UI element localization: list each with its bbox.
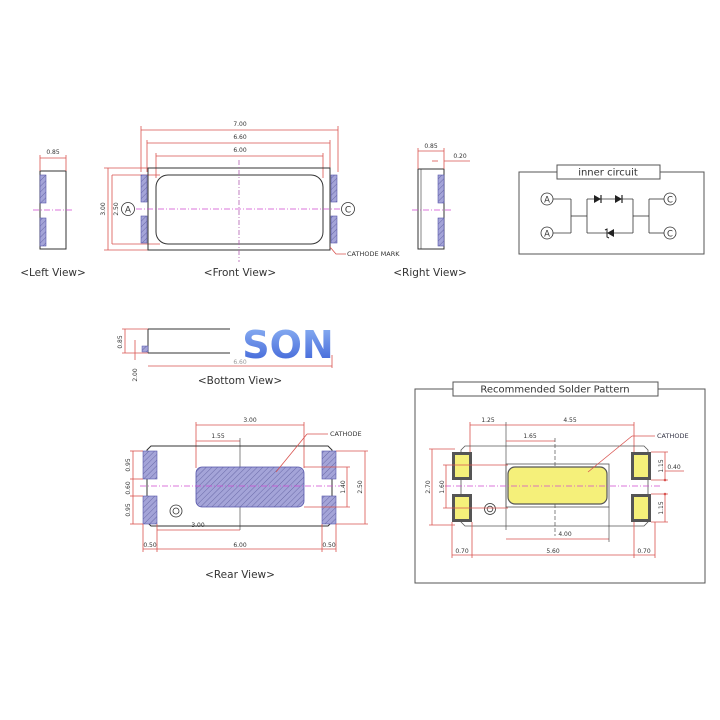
- solder-polarity-hole: [484, 503, 496, 515]
- cathode-terminal-marker: [341, 202, 355, 216]
- rear-cathode-label: CATHODE: [330, 430, 362, 438]
- cathode-terminal-letter: C: [345, 206, 351, 216]
- right-view-terminal-bottom: [437, 217, 445, 247]
- bottom-view-label: <Bottom View>: [198, 375, 282, 387]
- rear-gap-dim: 0.60: [125, 481, 132, 495]
- right-view-body: [417, 168, 445, 250]
- solder-total-width-dim: 5.60: [546, 548, 560, 555]
- anode-2-letter: A: [544, 229, 550, 239]
- rear-pad-right-top: [321, 450, 337, 480]
- front-lens-width-dim: 6.00: [233, 147, 247, 154]
- led-diode-1-icon: [594, 195, 601, 203]
- front-lens-height-dim: 2.50: [113, 202, 120, 216]
- bottom-view: 0.85 2.00 6.60 SON <Bottom View>: [117, 323, 334, 387]
- led-diode-2-icon: [615, 195, 622, 203]
- right-view-label: <Right View>: [393, 267, 467, 279]
- front-view-lens: [155, 174, 324, 245]
- bottom-view-lead-dim: 2.00: [132, 368, 139, 382]
- solder-pad-span-dim: 4.55: [563, 417, 577, 424]
- solder-center-pad-width-dim: 4.00: [558, 531, 572, 538]
- rear-pad-span-dim: 3.00: [243, 417, 257, 424]
- rear-polarity-hole: [169, 504, 183, 518]
- solder-left-offset-dim: 1.25: [481, 417, 495, 424]
- inner-circuit-title: inner circuit: [578, 168, 638, 179]
- solder-top-pad-height-dim: 1.15: [658, 459, 665, 473]
- solder-pattern-box: Recommended Solder Pattern 1.25 4.55 1.6…: [414, 381, 706, 584]
- cathode-2-terminal-icon: [663, 226, 677, 240]
- rear-pad-left-bottom: [142, 495, 158, 525]
- zener-diode-icon: [607, 229, 614, 237]
- right-view-lead-dim: 0.20: [453, 153, 467, 160]
- front-terminal-right-top: [330, 174, 338, 203]
- solder-gap-dim: 0.40: [667, 464, 681, 471]
- right-view: 0.85 0.20 <Right View>: [393, 143, 470, 279]
- solder-pattern-title: Recommended Solder Pattern: [480, 385, 629, 396]
- rear-pad-height-dim: 1.40: [340, 480, 347, 494]
- rear-view-label: <Rear View>: [205, 569, 275, 581]
- left-view-terminal-bottom: [39, 217, 47, 247]
- rear-total-height-dim: 2.50: [357, 480, 364, 494]
- rear-center-offset-dim: 3.00: [191, 522, 205, 529]
- cathode-2-letter: C: [667, 229, 673, 239]
- anode-1-letter: A: [544, 195, 550, 205]
- front-view-label: <Front View>: [204, 267, 276, 279]
- anode-terminal-marker: [121, 202, 135, 216]
- rear-center-pad: [195, 466, 305, 508]
- solder-pad-offset-dim: 1.65: [523, 433, 537, 440]
- solder-pad-left-top: [455, 455, 469, 477]
- solder-center-pad: [507, 466, 608, 505]
- rear-view: 3.00 1.55 CATHODE 0.95 0.60 0.95 1.40: [125, 417, 368, 581]
- solder-pad-right-top: [634, 455, 648, 477]
- inner-circuit-frame: [518, 171, 705, 255]
- solder-left-pad-width-dim: 0.70: [455, 548, 469, 555]
- solder-pad-right-bottom: [634, 497, 648, 519]
- cathode-mark-label: CATHODE MARK: [347, 250, 400, 258]
- left-view-depth-dim: 0.85: [46, 149, 60, 156]
- solder-right-pad-width-dim: 0.70: [637, 548, 651, 555]
- inner-circuit-box: inner circuit A A C C: [518, 164, 705, 255]
- left-view-terminal-top: [39, 174, 47, 204]
- front-terminal-left-bottom: [140, 215, 148, 244]
- front-terminal-right-bottom: [330, 215, 338, 244]
- left-view: 0.85 <Left View>: [20, 149, 86, 279]
- right-view-terminal-top: [437, 174, 445, 204]
- rear-pad-right-bottom: [321, 495, 337, 525]
- bottom-view-width-dim: 6.60: [233, 359, 247, 366]
- inner-circuit-title-box: [556, 164, 661, 180]
- solder-center-pad-height-dim: 1.60: [439, 480, 446, 494]
- solder-pattern-title-box: [452, 381, 659, 397]
- solder-total-height-dim: 2.70: [425, 480, 432, 494]
- watermark-logo: SON: [242, 323, 333, 367]
- rear-pad-offset-dim: 1.55: [211, 433, 225, 440]
- front-view: 7.00 6.60 6.00 3.00 2.50 A C CATHOD: [100, 121, 400, 279]
- bottom-view-height-dim: 0.85: [117, 335, 124, 349]
- front-total-height-dim: 3.00: [100, 202, 107, 216]
- anode-1-terminal-icon: [540, 192, 554, 206]
- rear-inner-width-dim: 6.00: [233, 542, 247, 549]
- anode-2-terminal-icon: [540, 226, 554, 240]
- rear-pad-left-top: [142, 450, 158, 480]
- rear-left-pad-dim: 0.50: [143, 542, 157, 549]
- front-terminal-left-top: [140, 174, 148, 203]
- cathode-1-terminal-icon: [663, 192, 677, 206]
- solder-cathode-label: CATHODE: [657, 432, 689, 440]
- front-body-width-dim: 6.60: [233, 134, 247, 141]
- front-total-width-dim: 7.00: [233, 121, 247, 128]
- rear-bottom-pad-height-dim: 0.95: [125, 503, 132, 517]
- rear-right-pad-dim: 0.50: [322, 542, 336, 549]
- left-view-label: <Left View>: [20, 267, 86, 279]
- rear-top-pad-height-dim: 0.95: [125, 458, 132, 472]
- right-view-depth-dim: 0.85: [424, 143, 438, 150]
- anode-terminal-letter: A: [125, 206, 132, 216]
- solder-bottom-pad-height-dim: 1.15: [658, 501, 665, 515]
- cathode-1-letter: C: [667, 195, 673, 205]
